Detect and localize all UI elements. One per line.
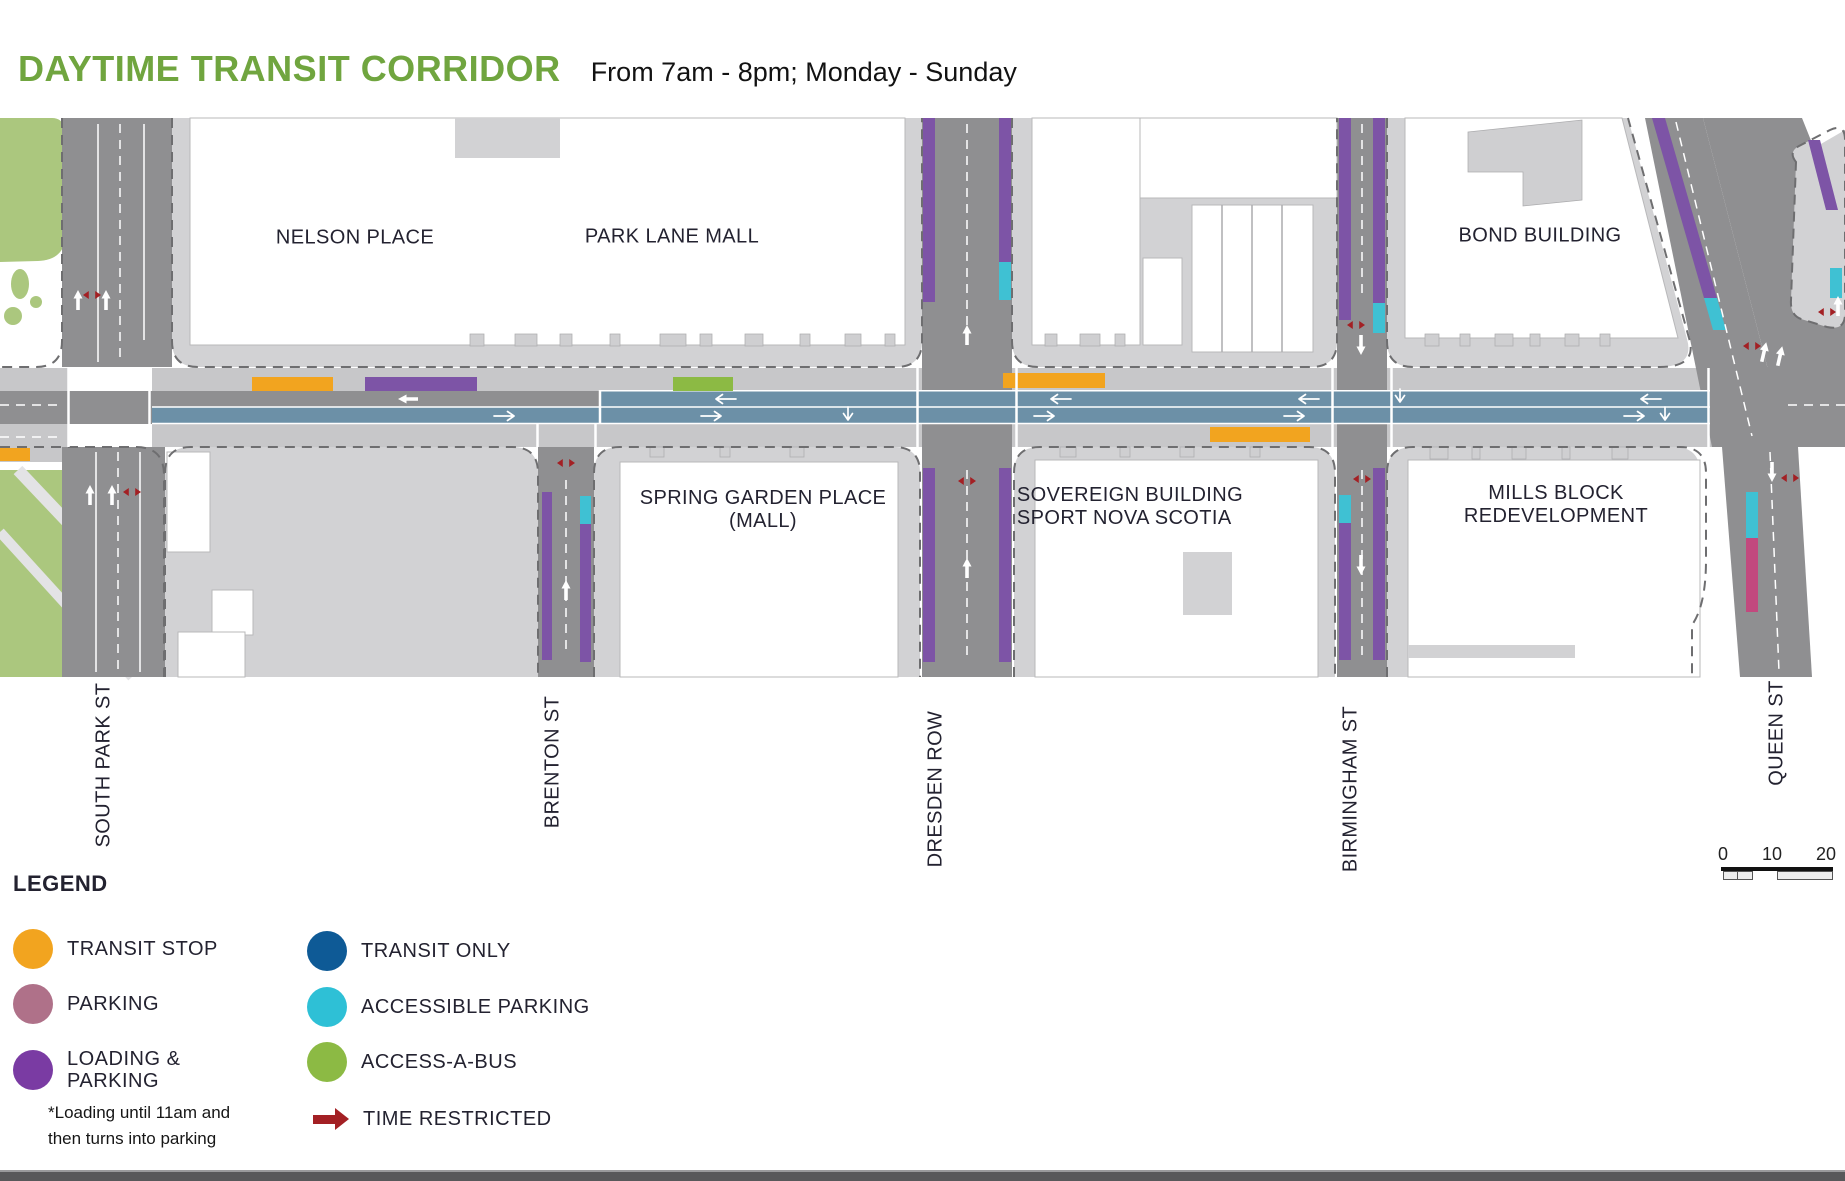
transit-stop-swatch-icon [13,929,53,969]
street-label-dresden: DRESDEN ROW [924,710,947,868]
curbside-bars [0,118,1842,662]
legend-item-access-a-bus: ACCESS-A-BUS [307,1042,517,1082]
legend-label-transit-only: TRANSIT ONLY [361,940,511,962]
parking-bar [1746,538,1758,612]
legend-label-accessible-parking: ACCESSIBLE PARKING [361,996,590,1018]
loading-label-line2: PARKING [67,1070,160,1092]
legend-label-time-restricted: TIME RESTRICTED [363,1108,552,1130]
legend-label-parking: PARKING [67,993,160,1015]
road-markings [0,121,1845,673]
legend-label-access-a-bus: ACCESS-A-BUS [361,1051,518,1073]
legend-item-transit-stop: TRANSIT STOP [13,929,218,969]
building-label-park-lane-mall: PARK LANE MALL [584,225,760,248]
legend-label-loading-parking: LOADING & PARKING [67,1048,180,1092]
legend-item-parking: PARKING [13,984,159,1024]
scale-bar-numbers: 0 10 20 [1718,844,1836,867]
transit-stop-bar [1003,373,1105,388]
scale-tick-10: 10 [1761,844,1782,864]
legend-item-transit-only: TRANSIT ONLY [307,931,511,971]
loading-label-line1: LOADING & [67,1048,181,1070]
blocks [165,117,1845,678]
building-label-spring-garden-place: SPRING GARDEN PLACE (MALL) [640,487,887,533]
street-label-brenton: BRENTON ST [541,695,564,829]
building-label-bond-building: BOND BUILDING [1458,224,1622,247]
transit-stop-bar [0,448,30,461]
scale-bar: 0 10 20 [1718,844,1836,880]
sovereign-line2: SPORT NOVA SCOTIA [1016,507,1232,529]
scale-bar-segments [1721,871,1833,880]
parking-swatch-icon [13,984,53,1024]
building-label-mills-block: MILLS BLOCK REDEVELOPMENT [1464,482,1648,528]
loading-parking-bar [365,377,477,391]
accessible-parking-swatch-icon [307,987,347,1027]
spring-garden-place-line1: SPRING GARDEN PLACE [639,487,887,509]
street-label-birmingham: BIRMINGHAM ST [1339,705,1362,873]
scale-tick-20: 20 [1815,844,1836,864]
transit-stop-bar [252,377,333,391]
page-title: DAYTIME TRANSIT CORRIDOR [18,48,561,89]
street-label-south-park: SOUTH PARK ST [92,682,115,848]
property-dashed-lines [0,117,1845,677]
time-restricted-arrow-icon [313,1107,349,1130]
spring-garden-place-line2: (MALL) [729,510,797,532]
legend-item-loading-parking: LOADING & PARKING [13,1048,180,1092]
mills-line2: REDEVELOPMENT [1463,505,1649,527]
legend-label-transit-stop: TRANSIT STOP [67,938,218,960]
footnote-line2: then turns into parking [48,1129,217,1148]
header: DAYTIME TRANSIT CORRIDOR From 7am - 8pm;… [18,48,1017,90]
building-label-sovereign: SOVEREIGN BUILDING SPORT NOVA SCOTIA [1017,484,1243,530]
legend-item-accessible-parking: ACCESSIBLE PARKING [307,987,590,1027]
street-label-queen: QUEEN ST [1765,680,1788,786]
page-subtitle: From 7am - 8pm; Monday - Sunday [590,57,1017,87]
access-a-bus-bar [673,377,733,391]
transit-lanes [152,389,1710,425]
facade-teeth [469,333,1629,460]
access-a-bus-swatch-icon [307,1042,347,1082]
footnote-line1: *Loading until 11am and [48,1103,231,1122]
scale-seg-c [1777,871,1833,880]
scale-bar-line [1721,867,1833,871]
legend-footnote: *Loading until 11am and then turns into … [48,1100,230,1152]
legend-item-time-restricted: TIME RESTRICTED [313,1107,552,1130]
mills-line1: MILLS BLOCK [1488,482,1624,504]
transit-stop-bar [1210,427,1310,442]
bottom-bar [0,1170,1845,1181]
transit-only-swatch-icon [307,931,347,971]
sovereign-line1: SOVEREIGN BUILDING [1016,484,1244,506]
scale-seg-b [1737,871,1753,880]
loading-parking-swatch-icon [13,1050,53,1090]
building-label-nelson-place: NELSON PLACE [275,226,435,249]
scale-tick-0: 0 [1718,844,1729,864]
legend-heading: LEGEND [13,871,108,896]
